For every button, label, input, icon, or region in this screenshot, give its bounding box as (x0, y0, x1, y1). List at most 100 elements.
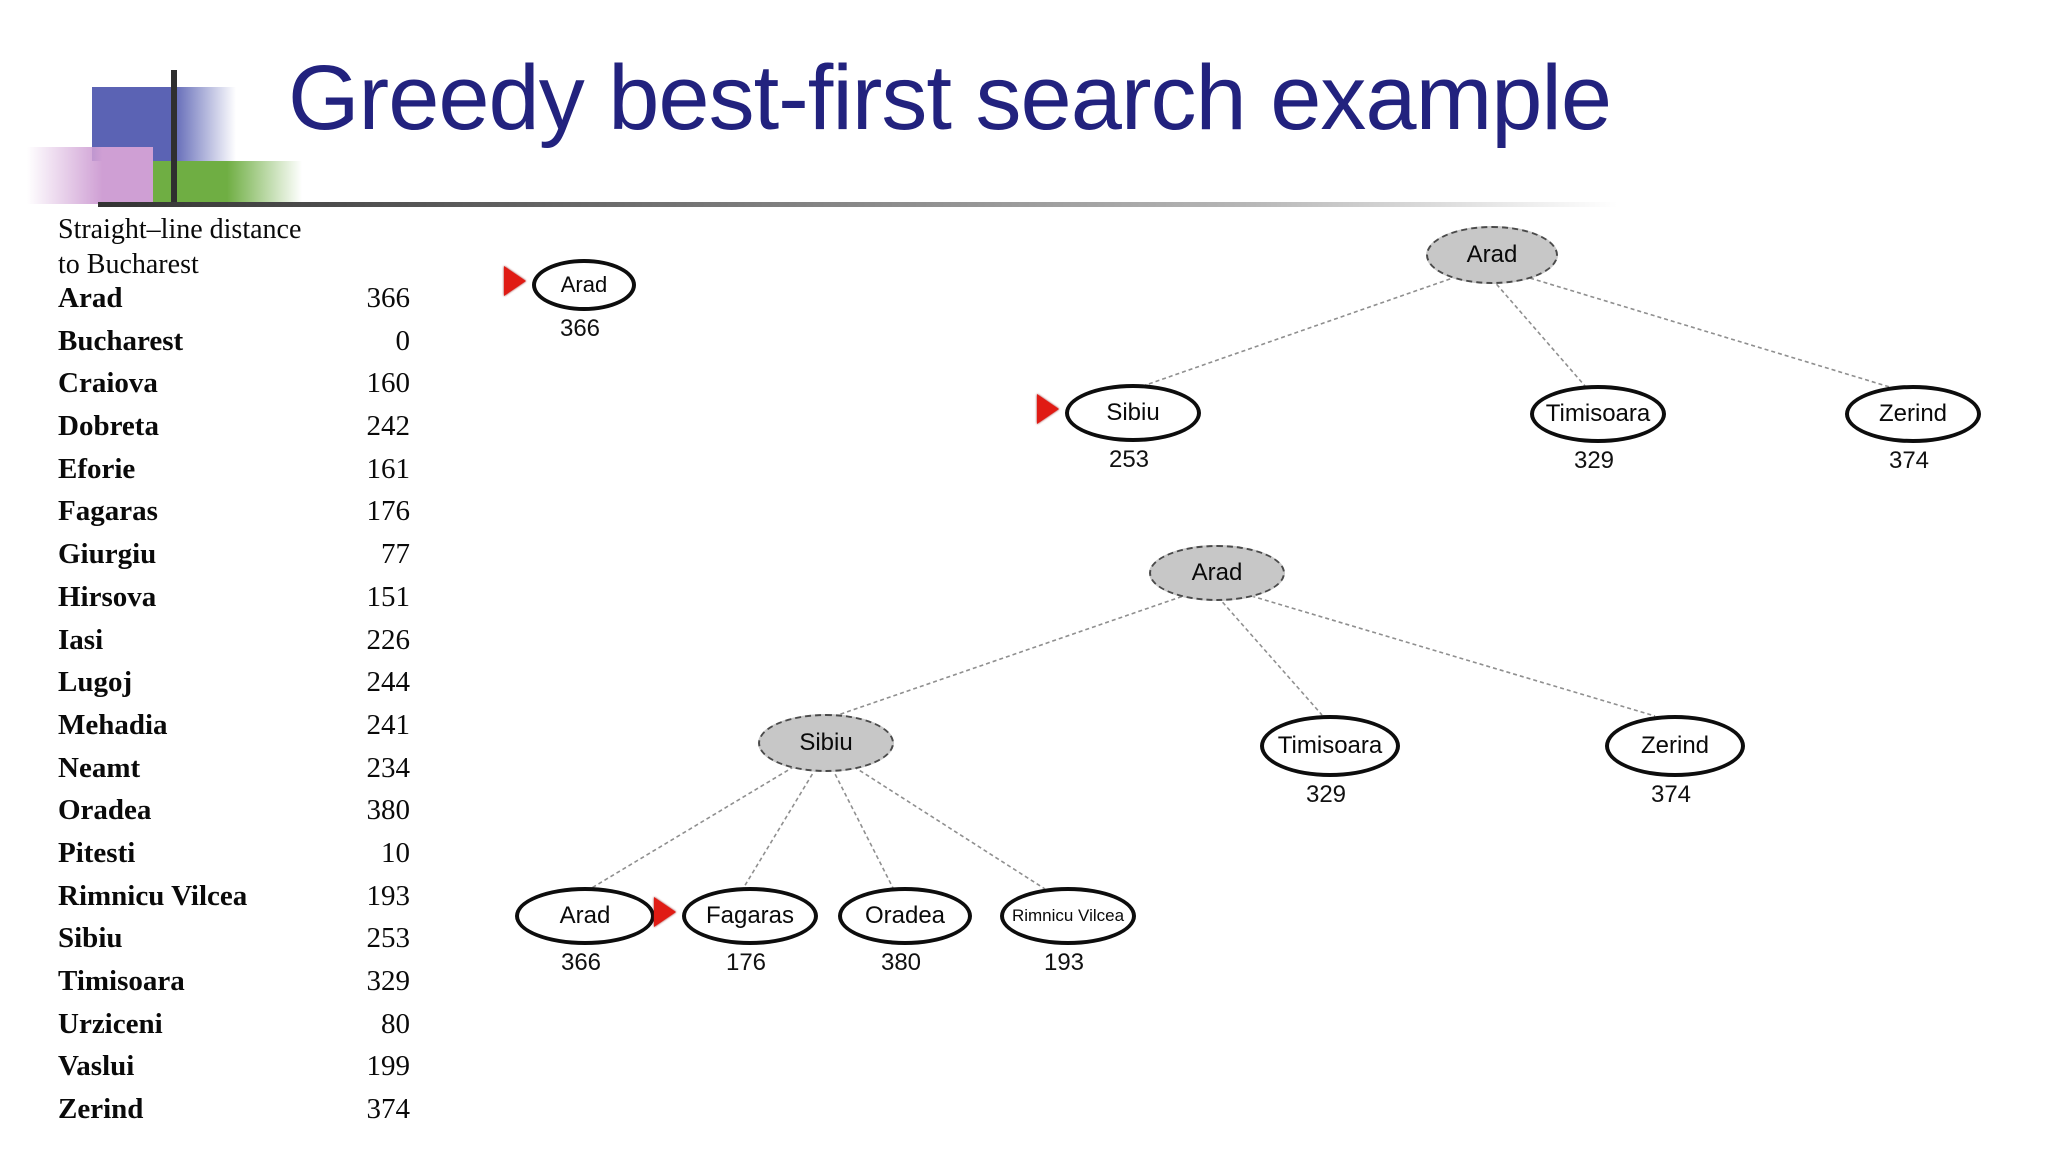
city-distance: 176 (366, 495, 411, 528)
table-row: Giurgiu 77 (58, 538, 410, 581)
city-distance: 366 (366, 282, 411, 314)
node-label: Fagaras (705, 902, 795, 929)
table-row: Rimnicu Vilcea 193 (58, 880, 410, 923)
city-distance: 193 (366, 879, 411, 912)
city-distance: 77 (381, 538, 410, 571)
city-distance: 380 (366, 794, 411, 827)
city-name: Craiova (58, 367, 158, 400)
tree-edge (1139, 271, 1471, 388)
tree-edge (834, 591, 1196, 717)
fringe-arrow-icon (504, 266, 526, 296)
city-name: Bucharest (58, 324, 184, 357)
city-name: Iasi (58, 623, 104, 656)
node-heuristic-value: 374 (1888, 447, 1930, 474)
city-name: Timisoara (58, 965, 185, 997)
city-name: Hirsova (58, 580, 157, 613)
node-label: Timisoara (1545, 400, 1651, 427)
city-name: Oradea (58, 794, 152, 827)
tree-edge (831, 767, 894, 889)
table-row: Urziceni 80 (58, 1008, 410, 1051)
node-label: Rimnicu Vilcea (1011, 906, 1125, 925)
fringe-arrow-icon (654, 897, 676, 927)
tree-node-step3-zerind: Zerind (1605, 715, 1745, 777)
table-row: Arad 366 (58, 282, 410, 325)
table-row: Craiova 160 (58, 367, 410, 410)
logo-vertical-line (171, 70, 177, 204)
node-label: Arad (1466, 241, 1518, 268)
tree-edge (1237, 591, 1656, 717)
tree-node-step2-timisoara: Timisoara (1530, 385, 1666, 443)
city-name: Zerind (58, 1093, 144, 1126)
node-label: Arad (560, 272, 608, 297)
city-name: Dobreta (58, 410, 159, 443)
node-heuristic-value: 329 (1573, 447, 1615, 474)
city-distance: 234 (366, 751, 411, 784)
node-label: Timisoara (1277, 732, 1383, 759)
node-heuristic-value: 176 (725, 949, 767, 976)
title-underline (98, 202, 1618, 207)
city-name: Sibiu (58, 922, 123, 955)
table-row: Zerind 374 (58, 1093, 410, 1136)
fringe-arrow-icon (1037, 394, 1059, 424)
city-name: Vaslui (58, 1050, 135, 1083)
city-name: Mehadia (58, 708, 168, 741)
city-distance: 151 (366, 580, 411, 613)
tree-edge (743, 767, 817, 888)
city-distance: 199 (366, 1050, 411, 1083)
city-name: Pitesti (58, 836, 136, 869)
node-heuristic-value: 380 (880, 949, 922, 976)
node-heuristic-value: 329 (1305, 781, 1347, 808)
table-row: Bucharest 0 (58, 325, 410, 368)
city-name: Eforie (58, 452, 136, 485)
city-name: Neamt (58, 751, 141, 784)
tree-node-step3-rimnicu: Rimnicu Vilcea (1000, 887, 1136, 945)
tree-edge (1509, 271, 1894, 389)
city-distance: 242 (366, 410, 411, 443)
city-distance: 10 (381, 836, 410, 869)
city-distance: 244 (366, 666, 411, 699)
table-row: Pitesti 10 (58, 837, 410, 880)
city-distance: 226 (366, 623, 411, 656)
table-row: Hirsova 151 (58, 581, 410, 624)
tree-node-step3-fagaras: Fagaras (682, 887, 818, 945)
table-row: Neamt 234 (58, 752, 410, 795)
straight-line-distance-table: Straight–line distance to Bucharest Arad… (58, 212, 410, 1136)
logo-green-square (152, 161, 302, 204)
slide-title: Greedy best-first search example (288, 47, 1612, 149)
city-distance: 80 (381, 1007, 410, 1040)
city-distance: 241 (366, 708, 411, 741)
city-name: Arad (58, 282, 123, 314)
node-heuristic-value: 253 (1108, 446, 1150, 473)
city-distance: 374 (366, 1093, 411, 1126)
node-label: Oradea (864, 902, 946, 929)
table-row: Dobreta 242 (58, 410, 410, 453)
tree-node-step3-oradea: Oradea (838, 887, 972, 945)
city-distance: 160 (366, 367, 411, 400)
tree-node-step3-root: Arad (1149, 545, 1285, 601)
table-row: Lugoj 244 (58, 666, 410, 709)
node-label: Zerind (1878, 400, 1948, 427)
city-name: Giurgiu (58, 538, 157, 571)
city-name: Urziceni (58, 1007, 163, 1040)
table-header-line2: to Bucharest (58, 249, 199, 280)
tree-node-step3-arad: Arad (515, 887, 655, 945)
table-row: Oradea 380 (58, 794, 410, 837)
node-label: Zerind (1640, 732, 1710, 759)
tree-edge (589, 762, 801, 890)
tree-edge (1217, 596, 1323, 716)
logo-pink-square (27, 147, 153, 204)
city-name: Lugoj (58, 666, 133, 699)
tree-node-step2-root: Arad (1426, 226, 1558, 284)
city-distance: 329 (366, 965, 411, 997)
node-heuristic-value: 193 (1043, 949, 1085, 976)
node-heuristic-value: 366 (559, 315, 601, 342)
node-label: Arad (559, 902, 611, 929)
node-label: Sibiu (1106, 399, 1160, 426)
city-distance: 0 (395, 324, 411, 357)
city-name: Rimnicu Vilcea (58, 879, 248, 912)
